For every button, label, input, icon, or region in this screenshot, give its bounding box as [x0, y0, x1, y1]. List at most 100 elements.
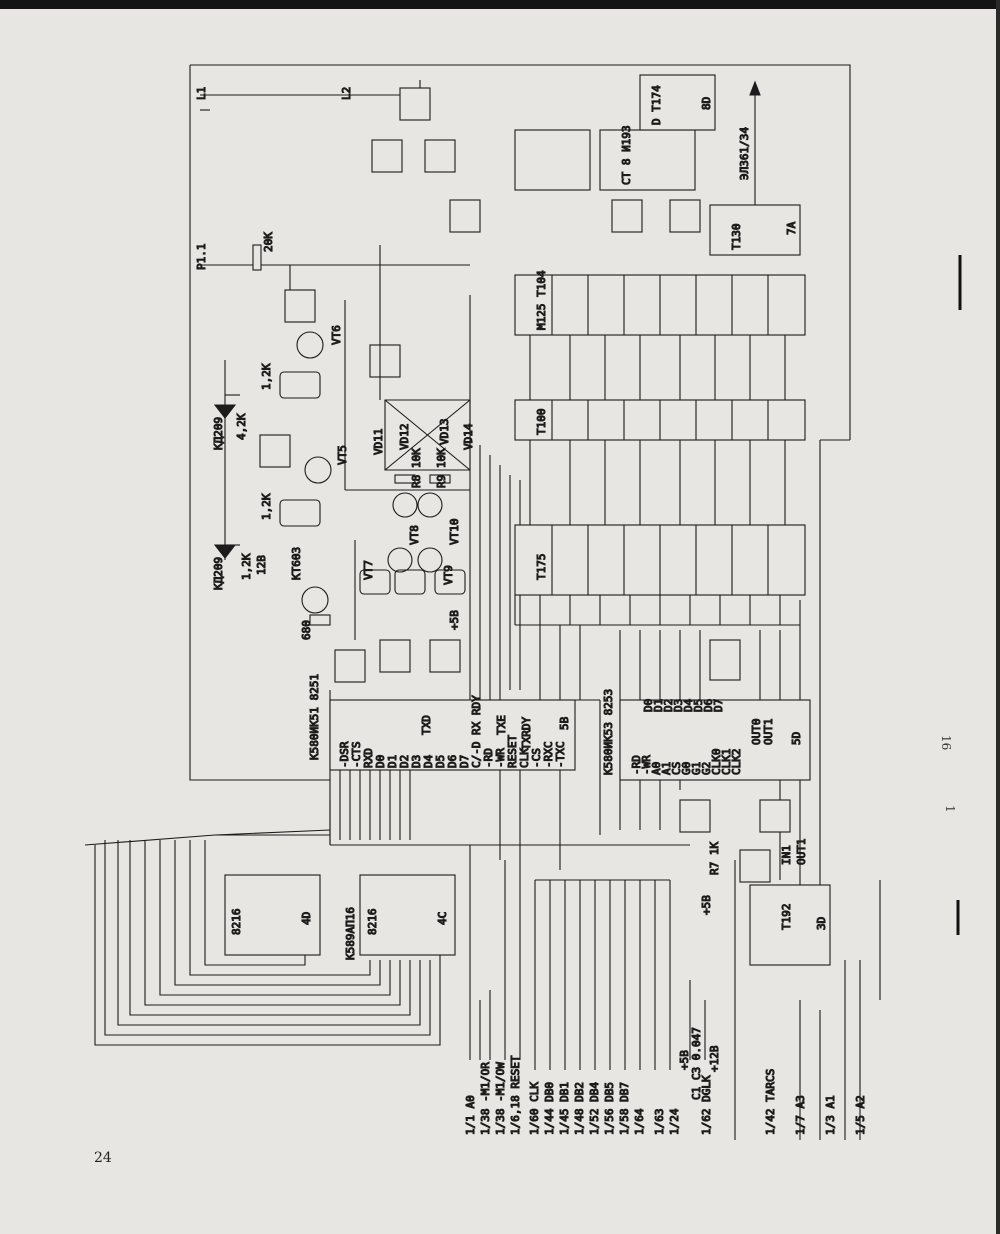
- component-label: R7 1K: [708, 842, 721, 875]
- connector-label: 1/24: [668, 1108, 681, 1135]
- usart-pin: D0: [374, 755, 387, 768]
- signal-label: IN1: [780, 845, 793, 865]
- connector-label: 1/6,18 RESET: [509, 1055, 522, 1135]
- connector-label: 1/45 DB1: [558, 1082, 571, 1135]
- signal-label: L2: [340, 87, 353, 100]
- buffer-series-label: K589AП16: [344, 907, 357, 960]
- signal-label: OUT1: [795, 839, 808, 866]
- buffer-right-ref: 4C: [436, 912, 449, 925]
- component-label: 12B: [255, 555, 268, 575]
- component-label: R8 10K: [410, 448, 423, 488]
- timer-pin: G0: [680, 762, 693, 775]
- connector-label: 1/44 DB0: [543, 1082, 556, 1135]
- usart-pin: D3: [410, 755, 423, 768]
- connector-label: 1/62 DGLK: [700, 1075, 713, 1135]
- timer-pin: A0: [650, 762, 663, 775]
- timer-pin: D0: [642, 699, 655, 712]
- timer-pin: G1: [690, 762, 703, 775]
- connector-label: 1/1 A0: [464, 1095, 477, 1135]
- component-label: KД209: [212, 557, 225, 590]
- component-label: VD12: [398, 424, 411, 451]
- supply-label: +12B: [708, 1045, 721, 1072]
- connector-label: 1/3 A1: [824, 1095, 837, 1135]
- usart-pin: C/-D: [470, 742, 483, 769]
- decoder-ref: 3D: [815, 917, 828, 930]
- component-label: 4,2K: [235, 413, 248, 440]
- timer-ref: 5D: [790, 732, 803, 745]
- timer-pin: A1: [660, 762, 673, 775]
- chip-cells: [514, 275, 800, 626]
- connector-label: 1/60 CLK: [528, 1082, 541, 1135]
- timer-pin: D7: [712, 699, 725, 712]
- timer-pin: CLK1: [720, 749, 733, 776]
- usart-label: K580ИK51 8251: [308, 674, 321, 760]
- connector-label: 1/48 DB2: [573, 1082, 586, 1135]
- usart-pin: D7: [458, 755, 471, 768]
- component-label: VD14: [462, 423, 475, 450]
- component-label: VT10: [448, 519, 461, 546]
- margin-mark: 16: [939, 735, 953, 751]
- component-label: 20K: [262, 232, 275, 252]
- usart-pin: RESET: [506, 735, 519, 768]
- timer-pin: G2: [700, 762, 713, 775]
- connector-label: 1/58 DB7: [618, 1082, 631, 1135]
- timer-pin: -RD: [630, 755, 643, 775]
- decoder-label: T192: [780, 904, 793, 931]
- component-label: R9 10K: [435, 448, 448, 488]
- margin-mark: 1: [943, 805, 957, 813]
- timer-pin: -WR: [640, 755, 653, 775]
- usart-pin: -CTS: [350, 742, 363, 769]
- connector-label: 1/56 DB5: [603, 1082, 616, 1135]
- inverter-row-label: M125 T104: [535, 270, 548, 330]
- timer-pin: D3: [672, 699, 685, 712]
- scan-marks: [956, 255, 962, 935]
- timer-pin: D4: [682, 698, 695, 712]
- component-label: 1,2K: [260, 493, 273, 520]
- connector-label: 1/38 -M1/OW: [494, 1062, 507, 1135]
- timer-pin: D5: [692, 699, 705, 712]
- timer-pin: OUT1: [762, 719, 775, 746]
- component-label: VT7: [362, 560, 375, 580]
- usart-pin: -RD: [482, 748, 495, 768]
- timer-pin: CLK0: [710, 749, 723, 776]
- right-scan-border: [996, 0, 1000, 1234]
- top-scan-border: [0, 0, 1000, 9]
- component-label: VT9: [442, 565, 455, 585]
- page-number: 24: [94, 1150, 112, 1166]
- connector-label: 1/64: [633, 1108, 646, 1135]
- buffer-right-label: 8216: [366, 909, 379, 936]
- component-label: VT8: [408, 525, 421, 545]
- usart-pin: D5: [434, 755, 447, 768]
- signal-label: ЭЛ361/34: [738, 127, 751, 180]
- usart-pin: TXE: [495, 715, 508, 735]
- output-arrow: [200, 80, 761, 205]
- connector-label-group: 1/1 A0 1/38 -M1/OR 1/38 -M1/OW 1/6,18 RE…: [463, 1055, 867, 1136]
- timer-pin: OUT0: [750, 719, 763, 746]
- usart-pin: CLK: [518, 748, 531, 768]
- usart-pin: -WR: [494, 748, 507, 768]
- timer-pin: CLK2: [730, 749, 743, 776]
- timer-pin: D2: [662, 699, 675, 712]
- connector-label: 1/38 -M1/OR: [479, 1062, 492, 1135]
- timer-label: K580ИK53 8253: [602, 689, 615, 775]
- timer-pin: CS: [670, 762, 683, 775]
- nand-row-label: T100: [535, 409, 548, 436]
- component-label: VT6: [330, 325, 343, 345]
- component-label: 680: [300, 620, 313, 640]
- component-label: VD13: [438, 419, 451, 446]
- usart-pin: -TXC: [554, 742, 567, 769]
- usart-pin: D1: [386, 755, 399, 768]
- component-label: 1,2K: [240, 553, 253, 580]
- usart-pin: -CS: [530, 748, 543, 768]
- small-gates: [259, 87, 791, 883]
- usart-pin: D2: [398, 755, 411, 768]
- supply-label: C1 C3 0.047: [690, 1027, 703, 1100]
- buffer-left-ref: 4D: [300, 912, 313, 925]
- supply-label: +5B: [448, 610, 461, 630]
- usart-pin: RXD: [362, 748, 375, 768]
- chips: [224, 74, 831, 966]
- counter-label: CT 8 И193: [620, 125, 633, 185]
- timer-pin: D6: [702, 699, 715, 712]
- connector-label: 1/7 A3: [794, 1095, 807, 1135]
